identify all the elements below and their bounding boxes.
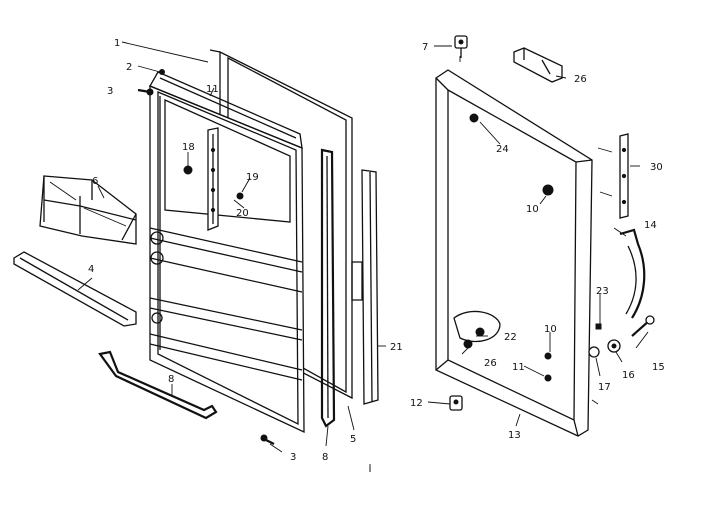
callout-21: 21 [390, 342, 403, 353]
plug-10-upper [542, 184, 554, 196]
outer-door-frame [435, 69, 593, 437]
bottom-bracket [98, 350, 218, 420]
stray-marks [369, 56, 461, 472]
hinge-hardware [588, 315, 655, 405]
callout-26-right: 26 [574, 74, 587, 85]
screw-18 [183, 165, 193, 175]
callout-20: 20 [236, 208, 249, 219]
callout-19: 19 [246, 172, 259, 183]
callout-22: 22 [504, 332, 517, 343]
callout-10-upper: 10 [526, 204, 539, 215]
callout-4: 4 [88, 264, 94, 275]
callout-26-bottom: 26 [484, 358, 497, 369]
callout-14: 14 [644, 220, 657, 231]
callout-15: 15 [652, 362, 665, 373]
callout-12: 12 [410, 398, 423, 409]
handle-rail [619, 133, 629, 219]
screw-11 [544, 374, 552, 382]
cover-bracket [513, 47, 563, 83]
callout-13: 13 [508, 430, 521, 441]
callout-11-top: 11 [206, 84, 219, 95]
callout-18: 18 [182, 142, 195, 153]
shelf-rail [13, 251, 137, 327]
callout-labels: 1 2 3 3 4 5 6 7 8 8 10 10 11 11 12 13 14… [88, 38, 665, 463]
leader-lines [77, 41, 649, 472]
screw-2 [159, 69, 165, 75]
callout-6: 6 [92, 176, 98, 187]
callout-3-top: 3 [107, 86, 113, 97]
callout-23: 23 [596, 286, 609, 297]
callout-7: 7 [422, 42, 428, 53]
callout-16: 16 [622, 370, 635, 381]
callout-24: 24 [496, 144, 509, 155]
callout-11-right: 11 [512, 362, 525, 373]
shelf-bracket [207, 127, 219, 231]
plug-24 [469, 113, 479, 123]
screw-10-lower [544, 352, 552, 360]
callout-17: 17 [598, 382, 611, 393]
screw-3-top [137, 88, 154, 96]
callout-5: 5 [350, 434, 356, 445]
cap-top [454, 35, 468, 58]
callout-2: 2 [126, 62, 132, 73]
screw-3-bottom [260, 434, 275, 445]
cap-bottom [449, 395, 463, 411]
door-gasket [320, 148, 336, 428]
door-bin [39, 175, 137, 245]
screw-19 [236, 192, 244, 200]
callout-1: 1 [114, 38, 120, 49]
callout-3-bottom: 3 [290, 452, 296, 463]
breaker-strip [351, 169, 379, 405]
callout-8-left: 8 [168, 374, 174, 385]
hinge-strap [619, 228, 646, 319]
callout-10-lower: 10 [544, 324, 557, 335]
callout-8-bottom: 8 [322, 452, 328, 463]
callout-30: 30 [650, 162, 663, 173]
